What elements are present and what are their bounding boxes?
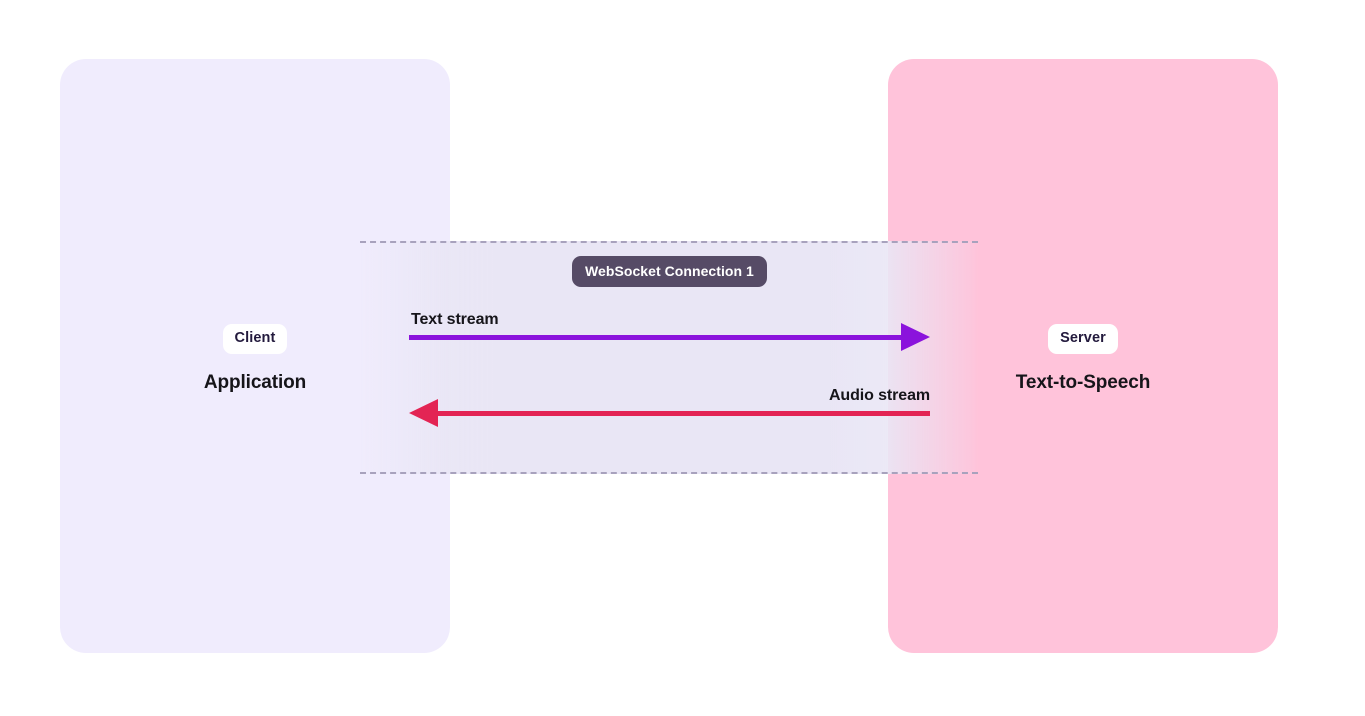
arrow-right-icon — [901, 323, 930, 351]
server-panel-title: Text-to-Speech — [1015, 371, 1151, 393]
audio-stream-arrow: Audio stream — [409, 386, 930, 427]
server-role-badge: Server — [1048, 324, 1118, 354]
websocket-connection-badge: WebSocket Connection 1 — [572, 256, 767, 287]
audio-stream-label: Audio stream — [828, 387, 930, 404]
client-panel-labels: Client Application — [60, 324, 450, 394]
client-panel-title: Application — [203, 371, 307, 393]
arrow-left-icon — [409, 399, 438, 427]
text-stream-label: Text stream — [411, 311, 499, 328]
server-panel-labels: Server Text-to-Speech — [888, 324, 1278, 394]
client-role-badge: Client — [222, 324, 288, 354]
text-stream-arrow-line — [409, 335, 906, 340]
text-stream-arrow: Text stream — [409, 310, 930, 351]
audio-stream-arrow-line — [433, 411, 930, 416]
